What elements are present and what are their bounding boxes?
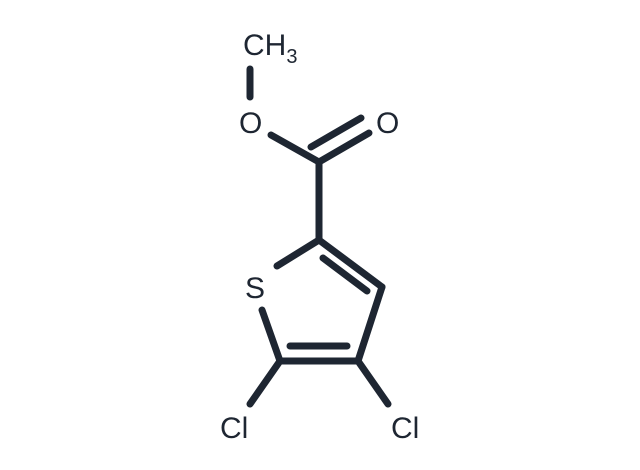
ester-oxygen-label: O [239,107,262,140]
carbonyl-oxygen-label: O [376,107,399,140]
methyl-subscript: 3 [286,46,297,68]
bond-c4-chlorine [354,357,392,408]
methyl-label: CH3 [243,29,297,68]
bond-c5-sulfur [258,306,284,365]
bond-carbonyl-double-1 [315,129,373,166]
chlorine-left-label: Cl [220,412,248,445]
bond-c2-sulfur [273,236,323,270]
bonds [246,65,392,408]
bond-oxygen-carbonyl-carbon [267,131,323,166]
bond-c3-c4 [354,283,386,365]
bond-carbonyl-double-2 [307,114,365,151]
chlorine-right-label: Cl [391,412,419,445]
atom-labels: CH3 O O S Cl Cl [220,29,419,445]
bond-c2-c3-inner [319,254,371,295]
bond-c2-c3 [315,236,386,291]
methyl-text: CH [243,29,286,62]
sulfur-label: S [245,272,265,305]
bond-c5-chlorine [246,357,284,408]
